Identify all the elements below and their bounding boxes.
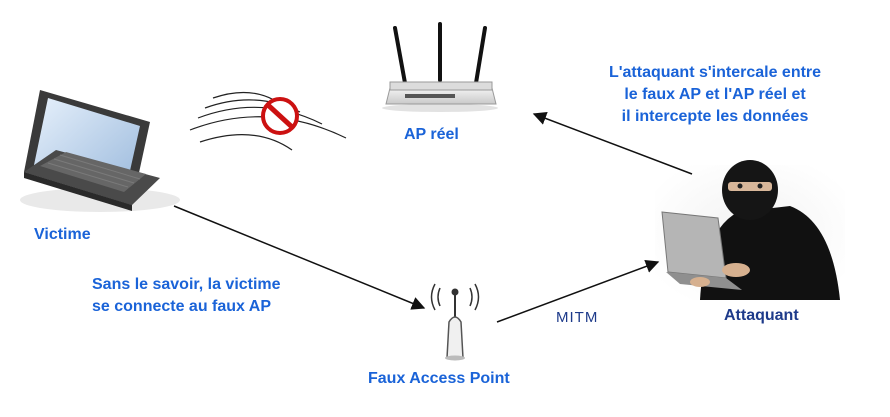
note-line: L'attaquant s'intercale entre	[608, 64, 822, 81]
victim-label: Victime	[34, 226, 91, 243]
attacker-intercept-note: L'attaquant s'intercale entre le faux AP…	[580, 62, 850, 128]
attacker-label: Attaquant	[724, 307, 799, 324]
arrow-victim-to-fake-ap	[173, 205, 426, 310]
fake-ap-label: Faux Access Point	[368, 370, 510, 387]
hooded-hacker-icon	[655, 160, 845, 300]
wifi-router-icon	[382, 22, 498, 112]
note-line: Sans le savoir, la victime	[92, 276, 281, 293]
arrow-attacker-to-real-ap	[532, 112, 693, 175]
note-line: le faux AP et l'AP réel et	[624, 86, 806, 103]
access-point-icon	[430, 283, 480, 361]
no-entry-icon	[261, 97, 299, 135]
note-line: il intercepte les données	[621, 108, 809, 125]
arrow-fake-ap-to-attacker	[496, 259, 660, 323]
real-ap-label: AP réel	[404, 126, 459, 143]
note-line: se connecte au faux AP	[92, 298, 272, 315]
mitm-label: MITM	[556, 309, 599, 326]
laptop-icon	[20, 90, 180, 212]
victim-connects-note: Sans le savoir, la victime se connecte a…	[92, 274, 281, 318]
